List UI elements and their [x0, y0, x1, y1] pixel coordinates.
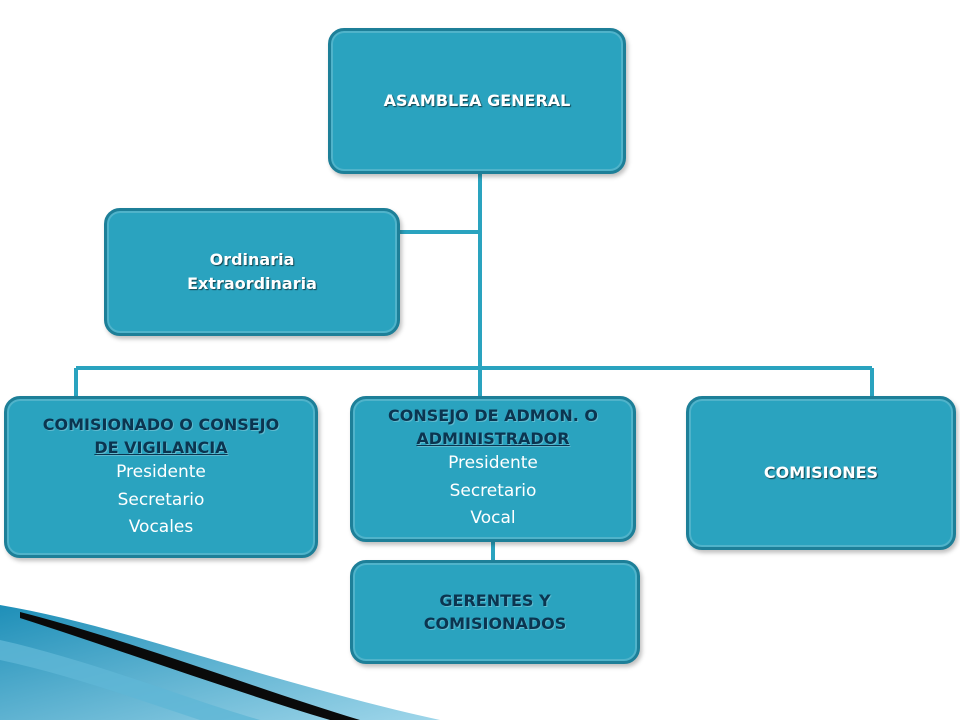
gerentes-box: GERENTES Y COMISIONADOS [350, 560, 640, 664]
gerentes-title-line1: GERENTES Y [439, 590, 551, 610]
sesiones-ordinaria: Ordinaria [209, 250, 295, 269]
sesiones-box: Ordinaria Extraordinaria [104, 208, 400, 336]
vigilancia-member: Secretario [117, 489, 205, 510]
vigilancia-title-line1: COMISIONADO O CONSEJO [42, 415, 280, 435]
consejo-member: Presidente [448, 453, 538, 474]
comisiones-box: COMISIONES [686, 396, 956, 550]
asamblea-general-title: ASAMBLEA GENERAL [383, 91, 571, 110]
asamblea-general-box: ASAMBLEA GENERAL [328, 28, 626, 174]
consejo-title-line2: ADMINISTRADOR [416, 429, 570, 449]
vigilancia-title-line2: DE VIGILANCIA [94, 438, 228, 458]
sesiones-extraordinaria: Extraordinaria [187, 274, 317, 293]
consejo-member: Secretario [449, 480, 537, 501]
gerentes-title-line2: COMISIONADOS [423, 614, 567, 633]
consejo-box: CONSEJO DE ADMON. O ADMINISTRADOR Presid… [350, 396, 636, 542]
comisiones-title: COMISIONES [763, 463, 879, 482]
consejo-title-line1: CONSEJO DE ADMON. O [388, 406, 598, 426]
vigilancia-box: COMISIONADO O CONSEJO DE VIGILANCIA Pres… [4, 396, 318, 558]
vigilancia-member: Presidente [116, 462, 206, 483]
vigilancia-member: Vocales [128, 516, 194, 537]
consejo-member: Vocal [470, 507, 516, 528]
